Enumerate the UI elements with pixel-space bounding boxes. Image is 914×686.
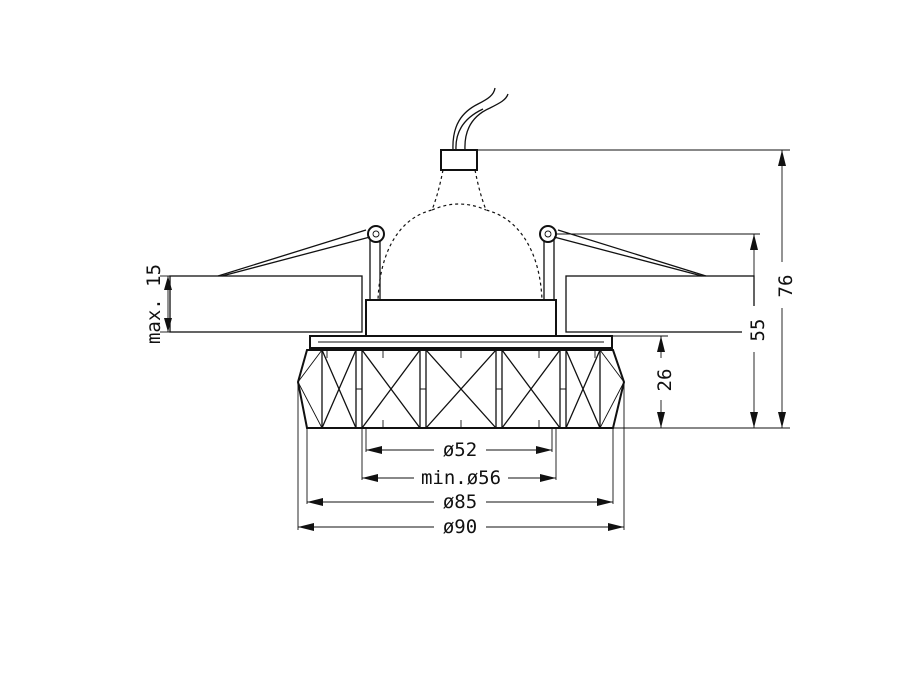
spring-clip-right	[539, 225, 707, 300]
dim-d56: min.ø56	[362, 465, 556, 489]
spring-clip-left	[217, 225, 385, 300]
dim-76: 76	[770, 150, 797, 428]
ceiling-left	[169, 275, 363, 333]
cable	[452, 87, 509, 151]
dim-26-label: 26	[654, 369, 676, 392]
dim-d52: ø52	[366, 437, 552, 461]
dim-d56-label: min.ø56	[421, 467, 501, 489]
dim-d90: ø90	[298, 514, 624, 538]
dim-d52-label: ø52	[443, 439, 477, 461]
extension-lines	[160, 149, 790, 530]
dim-55: 55	[742, 234, 769, 428]
dim-55-label: 55	[747, 319, 769, 342]
dim-d90-label: ø90	[443, 516, 477, 538]
connector	[440, 149, 478, 171]
dim-26: 26	[649, 336, 676, 428]
dim-76-label: 76	[775, 275, 797, 298]
crystal-ring	[296, 349, 626, 429]
dim-d85: ø85	[307, 489, 613, 513]
dim-max15-label: max. 15	[143, 264, 165, 344]
dim-max15: max. 15	[143, 264, 172, 344]
bulb-outline	[377, 169, 543, 301]
ceiling-right	[565, 275, 755, 333]
lamp-housing	[309, 299, 613, 349]
dim-d85-label: ø85	[443, 491, 477, 513]
